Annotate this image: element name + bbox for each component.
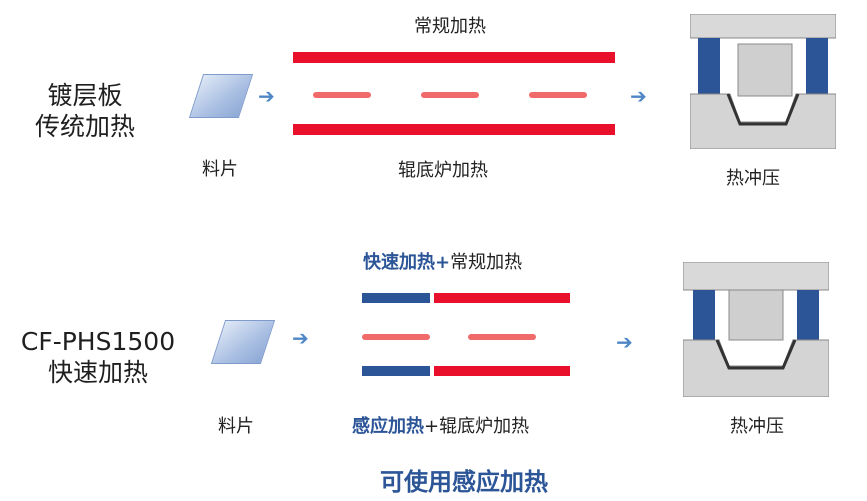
row1-sheet-label: 料片 bbox=[202, 159, 238, 180]
sheet-icon bbox=[188, 74, 254, 118]
row1-roller-mark-1 bbox=[313, 92, 371, 98]
row2-conventional-bar-top bbox=[434, 293, 570, 303]
row1-label-line2: 传统加热 bbox=[34, 112, 135, 141]
row1-top-heat-label: 常规加热 bbox=[414, 16, 486, 37]
row1-top-heat-bar bbox=[293, 52, 615, 63]
row2-label: CF-PHS1500 快速加热 bbox=[0, 326, 196, 388]
row2-induction-bar-top bbox=[362, 293, 430, 303]
row2-bottom-heat-bold: 感应加热 bbox=[352, 416, 424, 437]
hot-press-icon bbox=[683, 262, 829, 397]
right-arrow-icon: ➔ bbox=[630, 84, 647, 108]
row2-press-label: 热冲压 bbox=[730, 416, 784, 437]
row2-conventional-bar-bottom bbox=[434, 366, 570, 376]
row2-top-heat-rest: 常规加热 bbox=[450, 252, 523, 273]
sheet-icon bbox=[210, 320, 276, 364]
footer-title: 可使用感应加热 bbox=[380, 468, 548, 496]
row2-top-heat-bold: 快速加热 bbox=[363, 252, 435, 273]
row2-bottom-heat-label: 感应加热+辊底炉加热 bbox=[352, 412, 529, 438]
right-arrow-icon: ➔ bbox=[258, 84, 275, 108]
right-arrow-icon: ➔ bbox=[616, 330, 633, 354]
row2-bottom-heat-plus: + bbox=[424, 416, 440, 437]
row1-bottom-heat-label: 辊底炉加热 bbox=[398, 160, 488, 181]
row1-label-line1: 镀层板 bbox=[47, 81, 123, 110]
row2-induction-bar-bottom bbox=[362, 366, 430, 376]
right-arrow-icon: ➔ bbox=[292, 326, 309, 350]
row1-press-label: 热冲压 bbox=[726, 168, 780, 189]
row2-roller-mark-2 bbox=[468, 334, 536, 340]
row1-label: 镀层板 传统加热 bbox=[18, 80, 152, 142]
row2-sheet-label: 料片 bbox=[218, 416, 254, 437]
row2-top-heat-label: 快速加热+常规加热 bbox=[363, 248, 522, 274]
row1-roller-mark-2 bbox=[421, 92, 479, 98]
row1-roller-mark-3 bbox=[529, 92, 587, 98]
hot-press-icon bbox=[690, 14, 836, 149]
row2-roller-mark-1 bbox=[362, 334, 430, 340]
row1-bottom-heat-bar bbox=[293, 124, 615, 135]
row2-bottom-heat-rest: 辊底炉加热 bbox=[439, 416, 530, 437]
row2-label-line2: 快速加热 bbox=[47, 358, 148, 387]
row2-label-line1: CF-PHS1500 bbox=[20, 327, 176, 356]
row2-top-heat-plus: + bbox=[435, 252, 451, 273]
